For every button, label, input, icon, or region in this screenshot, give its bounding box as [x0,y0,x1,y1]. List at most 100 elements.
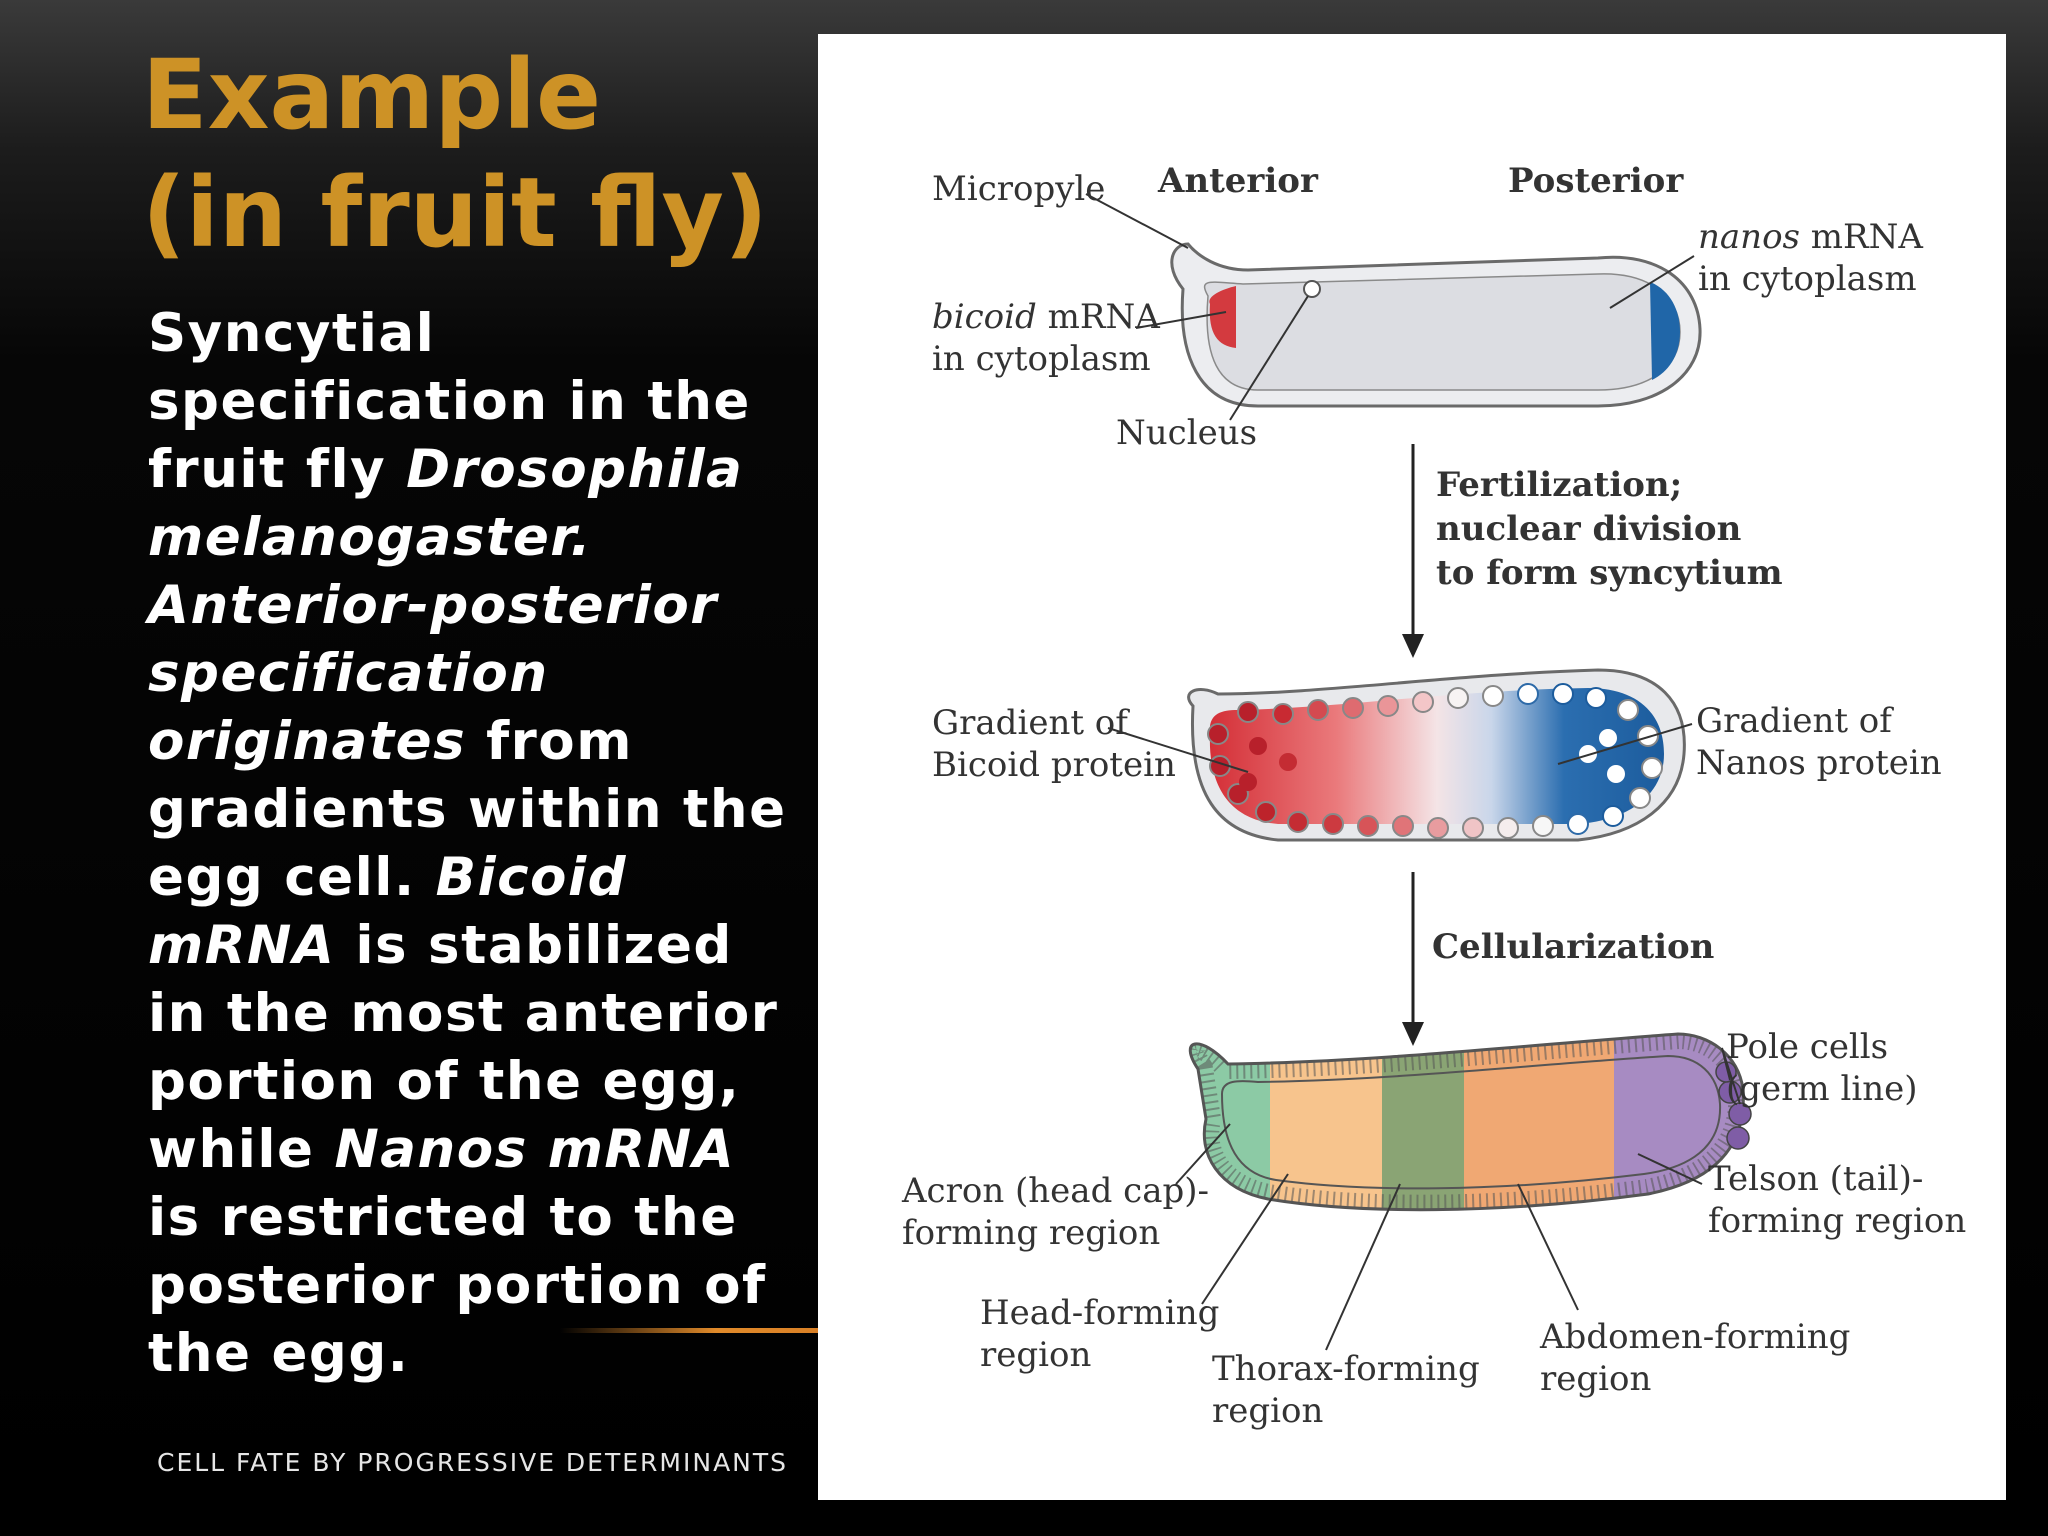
nanos-gradient-label-1: Gradient of [1696,701,1894,741]
syncytial-embryo [1187,668,1686,842]
nucleus-dot [1629,787,1651,809]
nucleus-dot [1532,815,1554,837]
nucleus-dot [1497,817,1519,839]
nucleus-dot [1427,817,1449,839]
body-seg-5: is stabilized in the most anterior porti… [148,915,779,1180]
nanos-mrna-label-line2: in cytoplasm [1698,259,1917,299]
nucleus-dot [1567,813,1589,835]
step1-line-1: Fertilization; [1436,465,1682,505]
nucleus-label: Nucleus [1116,413,1257,453]
body-seg-7: is restricted to the posterior portion o… [148,1187,767,1384]
thorax-label-1: Thorax-forming [1212,1349,1480,1389]
telson-leader [1637,1153,1703,1185]
nucleus-dot [1279,753,1297,771]
bicoid-gradient-label-2: Bicoid protein [932,745,1176,785]
decorative-glow-line [560,1328,820,1333]
bicoid-gradient-label-1: Gradient of [932,703,1130,743]
acron-label-2: forming region [902,1213,1160,1253]
body-seg-6: Nanos mRNA [334,1119,736,1180]
nucleus-dot [1255,801,1277,823]
nanos-gradient-label-2: Nanos protein [1696,743,1942,783]
head-label-1: Head-forming [980,1293,1219,1333]
nucleus-dot [1552,683,1574,705]
nucleus-dot [1322,813,1344,835]
abdomen-label-1: Abdomen-forming [1539,1317,1850,1357]
nucleus-leader [1229,295,1309,421]
nucleus-dot [1377,695,1399,717]
bicoid-mrna-label-line2: in cytoplasm [932,339,1151,379]
nucleus-dot [1239,773,1257,791]
thorax-leader [1325,1183,1401,1351]
bicoid-mrna-region [1209,286,1236,348]
acron-label-1: Acron (head cap)- [901,1171,1209,1211]
bicoid-mrna-label: bicoid mRNA [932,297,1160,337]
drosophila-diagram: Anterior Posterior Micropyle bicoid mRNA… [901,161,1966,1431]
posterior-label: Posterior [1508,161,1684,201]
bicoid-gradient-leader [1107,727,1249,773]
slide-title: Example (in fruit fly) [142,36,822,272]
micropyle-leader [1085,193,1189,249]
nucleus-dot [1641,757,1663,779]
bicoid-rest: mRNA [1037,297,1160,337]
abdomen-leader [1517,1183,1579,1311]
pole-cells-label-2: (germ line) [1726,1069,1917,1109]
nanos-mrna-label: nanos mRNA [1698,217,1923,257]
nucleus-dot [1517,683,1539,705]
nanos-gradient-leader [1557,723,1693,765]
nanos-leader [1609,255,1695,309]
unfertilized-egg [1170,242,1702,408]
acron-leader [1175,1123,1231,1185]
nucleus-circle [1303,280,1321,298]
step1-line-3: to form syncytium [1436,553,1783,593]
title-line-1: Example [142,39,602,151]
nucleus-dot [1287,811,1309,833]
head-leader [1201,1173,1289,1305]
diagram-panel: Anterior Posterior Micropyle bicoid mRNA… [818,34,2006,1500]
nucleus-dot [1447,687,1469,709]
body-seg-2: Drosophila melanogaster. Anterior-poster… [148,439,744,772]
pole-cells-leader [1721,1047,1741,1105]
body-seg-3: from gradients within the egg cell. [148,711,787,908]
nucleus-dot [1462,817,1484,839]
bicoid-leader [1135,311,1227,329]
nucleus-dot [1357,815,1379,837]
body-seg-1: Syncytial specification in the fruit fly [148,303,751,500]
gradient-region [1209,688,1664,824]
nucleus-dot [1307,699,1329,721]
cellularization-arrow [1402,872,1424,1046]
micropyle-label: Micropyle [932,169,1105,209]
nucleus-dot [1392,815,1414,837]
thorax-region [1382,1034,1464,1210]
yolk-boundary [1220,1054,1722,1190]
bicoid-italic: bicoid [932,297,1037,337]
nucleus-dot [1249,737,1267,755]
cellular-blastoderm [1188,1032,1752,1212]
body-seg-4: Bicoid mRNA [148,847,628,976]
head-label-2: region [980,1335,1091,1375]
nucleus-dot [1585,687,1607,709]
step2-label: Cellularization [1432,927,1714,967]
telson-label-1: Telson (tail)- [1708,1159,1923,1199]
anterior-label: Anterior [1157,161,1319,201]
nucleus-dot [1617,699,1639,721]
pole-cells-label-1: Pole cells [1726,1027,1888,1067]
nanos-rest: mRNA [1800,217,1923,257]
nucleus-dot [1207,723,1229,745]
pole-cell [1726,1126,1750,1150]
slide-footer: CELL FATE BY PROGRESSIVE DETERMINANTS [157,1448,789,1477]
nucleus-dot [1607,765,1625,783]
telson-label-2: forming region [1708,1201,1966,1241]
nanos-mrna-region [1650,282,1680,380]
nucleus-dot [1237,701,1259,723]
nucleus-dot [1272,703,1294,725]
abdomen-label-2: region [1540,1359,1651,1399]
step1-line-2: nuclear division [1436,509,1741,549]
nucleus-dot [1602,805,1624,827]
title-line-2: (in fruit fly) [142,157,768,269]
nucleus-dot [1599,729,1617,747]
nanos-italic: nanos [1698,217,1800,257]
head-region [1270,1034,1382,1210]
fertilization-arrow [1402,444,1424,658]
body-text: Syncytial specification in the fruit fly… [148,300,798,1388]
egg-cytoplasm [1203,273,1681,391]
